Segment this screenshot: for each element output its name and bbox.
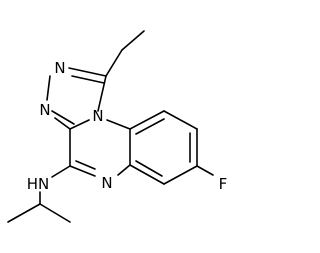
bond-c6-c5a xyxy=(129,164,165,185)
bond-ethyl-ch3 xyxy=(121,30,145,51)
atom-label-group: N N N N HN F xyxy=(27,59,228,193)
bond-n5-c5a xyxy=(117,164,131,176)
bond-c7-c6 xyxy=(163,165,198,185)
bond-c4-n5 xyxy=(69,165,96,177)
bond-group xyxy=(7,30,214,223)
bond-n3-c3a-double xyxy=(51,110,75,125)
bond-n2-n3 xyxy=(46,75,51,101)
bond-c7-f xyxy=(196,165,214,176)
atom-nh: HN xyxy=(27,175,50,193)
bond-c4-nh xyxy=(51,165,71,178)
bond-c6-c5a-double xyxy=(135,160,163,177)
bond-c3a-n1 xyxy=(69,119,90,130)
atom-n3: N xyxy=(39,101,50,119)
bond-c4-n5-double xyxy=(75,160,96,170)
bond-c9a-c9 xyxy=(129,110,165,130)
bond-c9a-c9-double xyxy=(135,118,165,135)
atom-n2: N xyxy=(54,59,65,77)
bond-ch-ch3-right xyxy=(39,203,71,223)
molecule-canvas: N N N N HN F xyxy=(7,30,228,223)
atom-f: F xyxy=(219,175,228,193)
bond-c1-n2-double xyxy=(71,75,105,84)
atom-n5: N xyxy=(101,174,112,192)
bond-c9-c8 xyxy=(163,110,198,130)
structure-diagram: N N N N HN F xyxy=(7,30,228,223)
bond-c1-n2 xyxy=(68,67,107,77)
bond-c1-n1 xyxy=(97,75,107,112)
bond-ethyl-ch2 xyxy=(105,49,123,77)
bond-ch-ch3-left xyxy=(7,203,41,223)
bond-n3-c3a xyxy=(54,117,71,130)
bond-c9a-n1 xyxy=(106,119,131,130)
atom-n1: N xyxy=(92,107,103,125)
